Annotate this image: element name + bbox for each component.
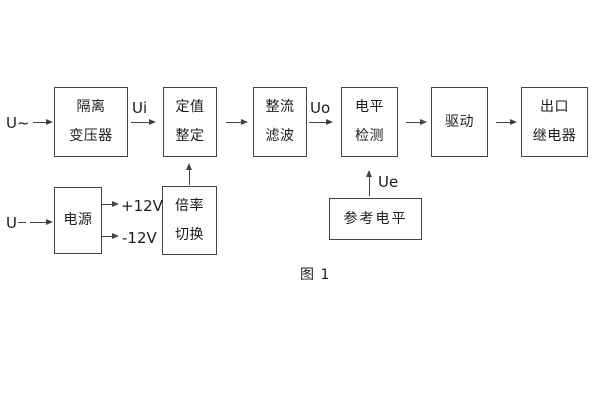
label-signal-uo: Uo (310, 99, 331, 117)
label-signal-ue: Ue (378, 173, 399, 191)
block-text-line: 整流 (265, 99, 295, 115)
arrow-plus-12v (102, 201, 119, 207)
label-plus-12v: +12V (121, 197, 163, 215)
arrow-ac-input (33, 119, 53, 125)
block-text-line: 倍率 (175, 197, 204, 214)
block-text-line: 滤波 (265, 128, 295, 144)
arrow-ratio-to-setting (186, 163, 192, 185)
block-text-line: 继电器 (532, 128, 577, 144)
arrow-drive-to-relay (496, 119, 517, 125)
block-isolation-transformer: 隔离 变压器 (54, 87, 128, 157)
block-text-line: 切换 (175, 226, 204, 243)
block-reference-level: 参考电平 (329, 198, 422, 240)
arrow-ui-signal (131, 119, 156, 125)
arrow-setting-to-rectifier (226, 119, 248, 125)
block-text-line: 隔离 (76, 99, 106, 115)
block-text-line: 电源 (63, 212, 93, 228)
block-text-line: 变压器 (69, 128, 113, 144)
label-signal-ui: Ui (132, 99, 148, 117)
block-text-line: 出口 (540, 99, 569, 115)
block-value-setting: 定值 整定 (163, 87, 217, 157)
block-power-supply: 电源 (54, 187, 102, 254)
block-output-relay: 出口 继电器 (521, 87, 588, 157)
block-ratio-switch: 倍率 切换 (162, 186, 217, 255)
label-u-dc-input: U (6, 214, 17, 232)
arrow-ue-to-detect (366, 170, 372, 196)
dc-dash-segment (18, 222, 26, 223)
arrow-detect-to-drive (406, 119, 427, 125)
block-text-line: 检测 (355, 128, 384, 144)
arrow-minus-12v (102, 233, 119, 239)
block-drive: 驱动 (431, 87, 488, 157)
label-u-ac-input: U~ (6, 114, 30, 132)
block-text-line: 定值 (175, 99, 205, 115)
block-text-line: 电平 (355, 99, 384, 115)
block-text-line: 驱动 (445, 113, 474, 130)
arrow-dc-input (30, 219, 53, 225)
block-text-line: 参考电平 (343, 210, 408, 227)
block-level-detect: 电平 检测 (341, 87, 398, 157)
arrow-uo-signal (309, 119, 333, 125)
label-minus-12v: -12V (122, 229, 157, 247)
caption-figure-1: 图 1 (300, 267, 331, 283)
block-rectify-filter: 整流 滤波 (253, 87, 307, 157)
block-text-line: 整定 (175, 128, 205, 144)
